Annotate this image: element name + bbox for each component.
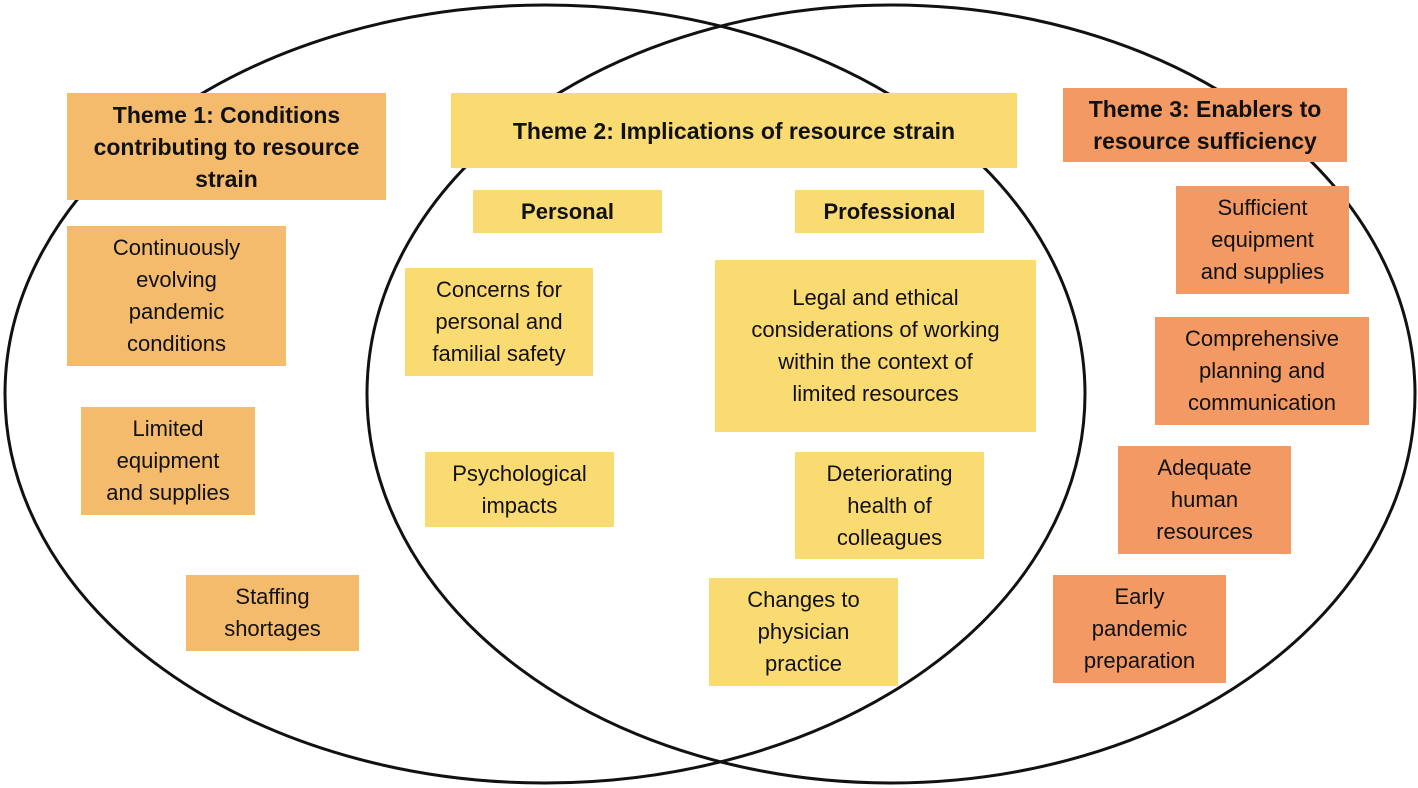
left-ellipse bbox=[3, 3, 1087, 785]
theme2-title-text: Theme 2: Implications of resource strain bbox=[512, 117, 956, 144]
theme3-item-early-preparation: Early pandemic preparation bbox=[1053, 575, 1226, 683]
theme2-personal-item-safety: Concerns for personal and familial safet… bbox=[405, 268, 593, 376]
right-ellipse bbox=[365, 3, 1417, 785]
theme3-title: Theme 3: Enablers to resource sufficienc… bbox=[1063, 88, 1347, 162]
theme1-title-text: Theme 1: Conditions contributing to reso… bbox=[93, 101, 360, 192]
theme3-title-text: Theme 3: Enablers to resource sufficienc… bbox=[1088, 96, 1322, 154]
theme2-professional-item-practice-changes: Changes to physician practice bbox=[709, 578, 898, 686]
theme2-professional-item-legal-ethical: Legal and ethical considerations of work… bbox=[715, 260, 1036, 432]
theme2-personal-header: Personal bbox=[473, 190, 662, 233]
theme3-item-sufficient-equipment: Sufficient equipment and supplies bbox=[1176, 186, 1349, 294]
theme1-item-evolving-conditions: Continuously evolving pandemic condition… bbox=[67, 226, 286, 366]
theme3-item-human-resources: Adequate human resources bbox=[1118, 446, 1291, 554]
theme2-title: Theme 2: Implications of resource strain bbox=[451, 93, 1017, 168]
theme1-item-limited-equipment: Limited equipment and supplies bbox=[81, 407, 255, 515]
theme3-item-planning-communication: Comprehensive planning and communication bbox=[1155, 317, 1369, 425]
theme1-title: Theme 1: Conditions contributing to reso… bbox=[67, 93, 386, 200]
theme2-professional-header: Professional bbox=[795, 190, 984, 233]
theme2-professional-item-colleague-health: Deteriorating health of colleagues bbox=[795, 452, 984, 559]
theme2-personal-item-psychological: Psychological impacts bbox=[425, 452, 614, 527]
theme1-item-staffing-shortages: Staffing shortages bbox=[186, 575, 359, 651]
